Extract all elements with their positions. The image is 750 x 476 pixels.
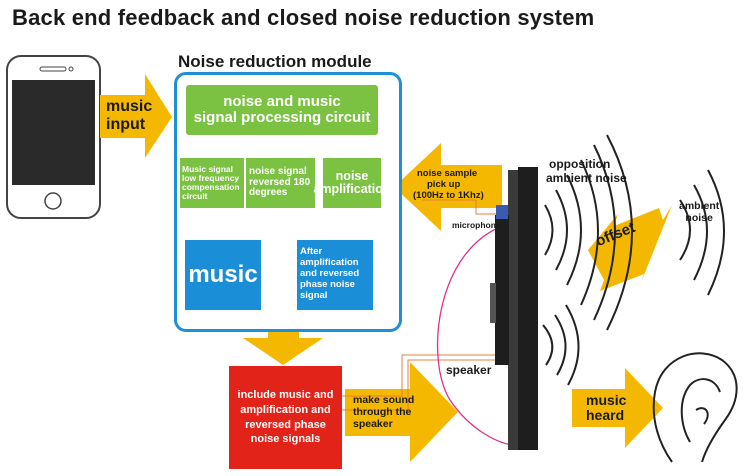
reversed-signal-box: noise signal reversed 180 degrees (246, 158, 315, 208)
opposition-noise-waves-icon (542, 304, 580, 386)
ear-icon (652, 352, 738, 463)
microphone-wire (422, 199, 501, 215)
amplification-box: noise amplification (313, 158, 391, 208)
music-box: music (185, 240, 261, 310)
offset-arrow (588, 205, 672, 291)
ambient-noise-waves-icon (544, 134, 725, 331)
music-heard-label: music heard (586, 392, 627, 423)
compensation-circuit-box: Music signal low frequency compensation … (180, 158, 244, 208)
music-input-label: music input (106, 98, 153, 133)
smartphone-icon (6, 55, 101, 219)
microphone-label: microphone (452, 220, 501, 230)
noise-sample-arrow (394, 143, 502, 231)
arrow-module-to-output (243, 329, 323, 365)
after-amplification-box: After amplification and reversed phase n… (297, 240, 373, 310)
processing-circuit-box: noise and music signal processing circui… (186, 85, 378, 135)
earphone-icon (490, 167, 538, 450)
music-heard-arrow (572, 368, 663, 448)
make-sound-arrow (345, 362, 458, 462)
music-input-arrow (100, 74, 172, 158)
make-sound-label: make sound through the speaker (353, 394, 415, 430)
speaker-wire (342, 354, 500, 397)
speaker-label: speaker (446, 363, 492, 377)
feedback-loop (436, 224, 516, 446)
ambient-noise-label: ambient noise (679, 200, 720, 224)
opposition-ambient-noise-label: opposition ambient noise (546, 157, 627, 185)
diagram-title: Back end feedback and closed noise reduc… (12, 5, 595, 30)
noise-sample-label: noise sample pick up (100Hz to 1Khz) (413, 168, 484, 201)
speaker-wire-2 (342, 359, 500, 411)
module-title: Noise reduction module (178, 52, 372, 71)
output-signal-box: include music and amplification and reve… (229, 366, 342, 469)
